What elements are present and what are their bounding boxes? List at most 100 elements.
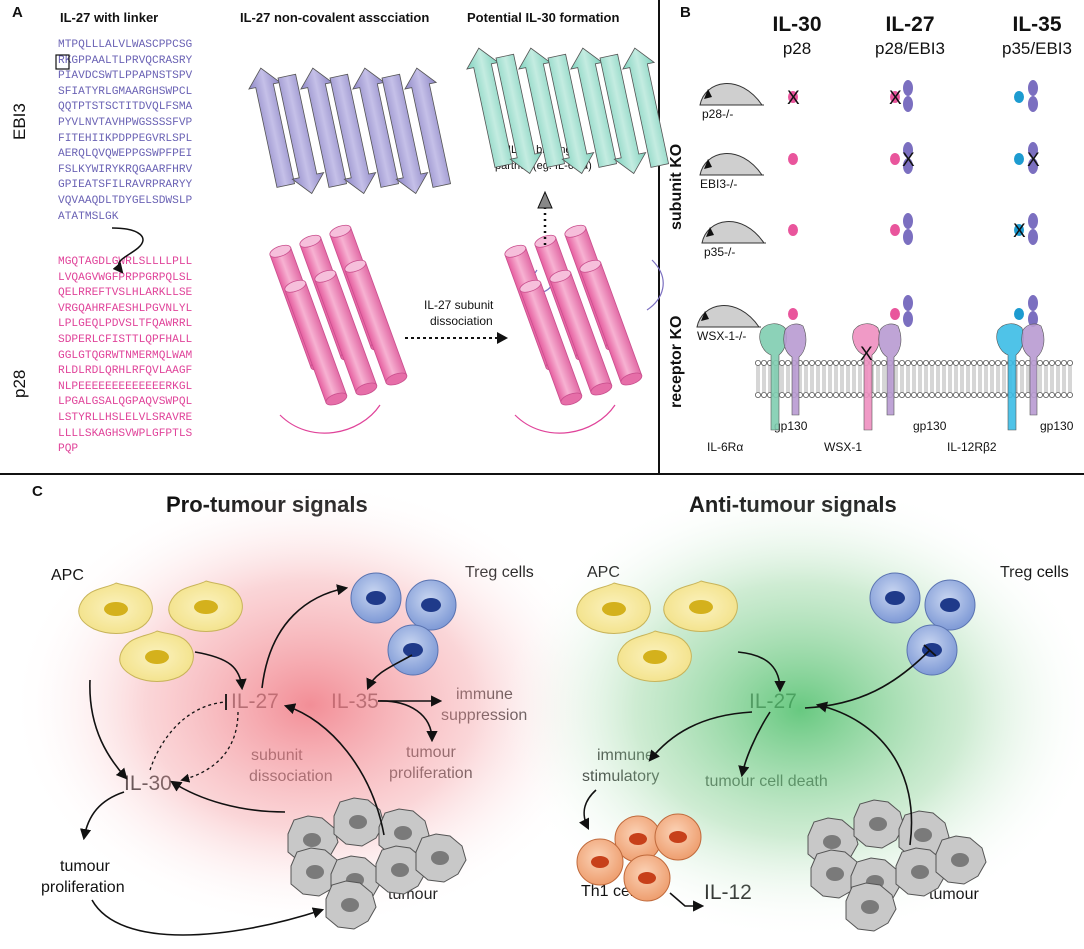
ebi3-seq-line: MTPQLLLALVLWASCPPCSG <box>58 39 193 51</box>
pro-tumour-prolif-left-1: tumour <box>60 858 110 875</box>
tumour-cell <box>807 817 859 867</box>
treg-cell <box>387 624 439 676</box>
beta-strand <box>381 73 429 195</box>
ebi3-subunit <box>903 311 913 327</box>
column-sub-il27: p28/EBI3 <box>875 39 945 58</box>
pro-il27-label: IL-27 <box>231 690 279 713</box>
lipid-head <box>797 391 804 398</box>
lipid-head <box>1055 359 1062 366</box>
treg-cell <box>405 579 457 631</box>
th1-cell <box>576 838 624 886</box>
binding-partner-label-1: IL-30 binding <box>508 144 572 156</box>
ebi3-seq-line: VQVAAQDLTDYGELSDWSLP <box>58 194 193 207</box>
lipid-head <box>755 391 762 398</box>
lipid-head <box>851 359 858 366</box>
tumour-cell <box>333 797 385 847</box>
apc-cell <box>119 630 194 682</box>
header-il30-formation: Potential IL-30 formation <box>467 10 620 25</box>
p28-seq-line: NLPEEEEEEEEEEEEERKGL <box>58 380 193 393</box>
tumour-cell <box>850 857 902 907</box>
anti-tumour-cell-death: tumour cell death <box>705 773 828 790</box>
pro-il30-label: IL-30 <box>124 772 172 795</box>
ebi3-seq-line: FITEHIIKPDPPEGVRLSPL <box>58 132 193 145</box>
helix-cylinder <box>344 259 408 386</box>
lipid-head <box>1025 391 1032 398</box>
receptor-label-gp130-c: gp130 <box>1040 419 1074 433</box>
ebi3-sequence: MTPQLLLALVLWASCPPCSG RKGPPAALTLPRVQCRASRY… <box>58 38 192 225</box>
tumour-cell <box>287 815 339 865</box>
gp130-receptor <box>878 323 902 416</box>
ebi3-seq-line: PIAVDCSWTLPPAPNSTSPV <box>58 70 193 83</box>
tumour-cell <box>378 808 430 858</box>
p28-seq-line: PQP <box>58 443 79 456</box>
p28-helix-bundle-dissociated <box>504 224 643 434</box>
lipid-head <box>1007 391 1014 398</box>
lipid-head <box>1013 391 1020 398</box>
lipid-head <box>875 391 882 398</box>
lipid-head <box>767 359 774 366</box>
lipid-head <box>881 391 888 398</box>
subunit-ko-label: subunit KO <box>668 143 685 230</box>
anti-il12-label: IL-12 <box>704 881 752 904</box>
apc-cell <box>78 582 153 634</box>
lipid-head <box>995 359 1002 366</box>
lipid-head <box>971 359 978 366</box>
knockout-mark: X <box>1013 221 1026 242</box>
pro-immune-suppression-2: suppression <box>441 707 528 724</box>
p28-seq-line: GGLGTQGRWTNMERMQLWAM <box>58 349 193 362</box>
tumour-cell <box>935 835 987 885</box>
p28-seq-line: LLLLSKAGHSVWPLGFPTLS <box>58 427 193 440</box>
lipid-head <box>863 359 870 366</box>
ebi3-subunit <box>903 142 913 158</box>
lipid-head <box>923 391 930 398</box>
lipid-head <box>983 391 990 398</box>
ebi3-seq-line: RKGPPAALTLPRVQCRASRY <box>58 54 193 67</box>
ebi3-beta-sheet <box>248 67 664 311</box>
anti-treg-label: Treg cells <box>1000 564 1069 581</box>
wsx1-receptor <box>852 323 880 431</box>
lipid-head <box>1043 391 1050 398</box>
tumour-cell <box>853 799 905 849</box>
lipid-head <box>827 391 834 398</box>
pro-tumour-prolif-right-2: proliferation <box>389 765 473 782</box>
beta-strand <box>599 53 647 175</box>
lipid-head <box>1001 359 1008 366</box>
lipid-head <box>857 391 864 398</box>
lipid-head <box>989 391 996 398</box>
pro-apc-label: APC <box>51 567 84 584</box>
lipid-head <box>947 359 954 366</box>
ebi3-subunit <box>1028 158 1038 174</box>
ebi3-seq-line: AERQLQVQWEPPGSWPFPEI <box>58 148 193 161</box>
lipid-head <box>881 359 888 366</box>
mouse-label-ebi3: EBI3-/- <box>700 177 738 191</box>
lipid-head <box>761 359 768 366</box>
beta-strand <box>329 73 377 195</box>
lipid-head <box>959 391 966 398</box>
lipid-head <box>1049 391 1056 398</box>
column-sub-il30: p28 <box>782 39 812 58</box>
treg-cell <box>350 572 402 624</box>
ebi3-subunit <box>1028 295 1038 311</box>
lipid-head <box>761 391 768 398</box>
lipid-head <box>755 359 762 366</box>
lipid-head <box>929 391 936 398</box>
ebi3-seq-line: QQTPTSTSCTITDVQLFSMA <box>58 101 193 114</box>
dissociation-label-2: dissociation <box>430 314 493 328</box>
receptor-ko-label: receptor KO <box>668 315 685 408</box>
helix-cylinder <box>564 224 628 351</box>
subunit-dot <box>788 91 798 103</box>
lipid-head <box>803 391 810 398</box>
p28-seq-line: QELRREFTVSLHLARKLLSE <box>58 287 193 300</box>
treg-cell <box>906 624 958 676</box>
lipid-head <box>827 359 834 366</box>
p28-seq-line: LPGALGSALQGPAQVSWPQL <box>58 396 193 409</box>
gp130-receptor <box>1021 323 1045 416</box>
anti-tumour-label: tumour <box>929 886 979 903</box>
lipid-head <box>887 359 894 366</box>
panel-c-letter: C <box>32 483 43 500</box>
p28-seq-line: LVQAGVWGFPRPPGRPQLSL <box>58 271 193 284</box>
ebi3-subunit <box>903 96 913 112</box>
helix-cylinder <box>314 269 378 396</box>
lipid-head <box>809 359 816 366</box>
tumour-cell <box>415 833 467 883</box>
